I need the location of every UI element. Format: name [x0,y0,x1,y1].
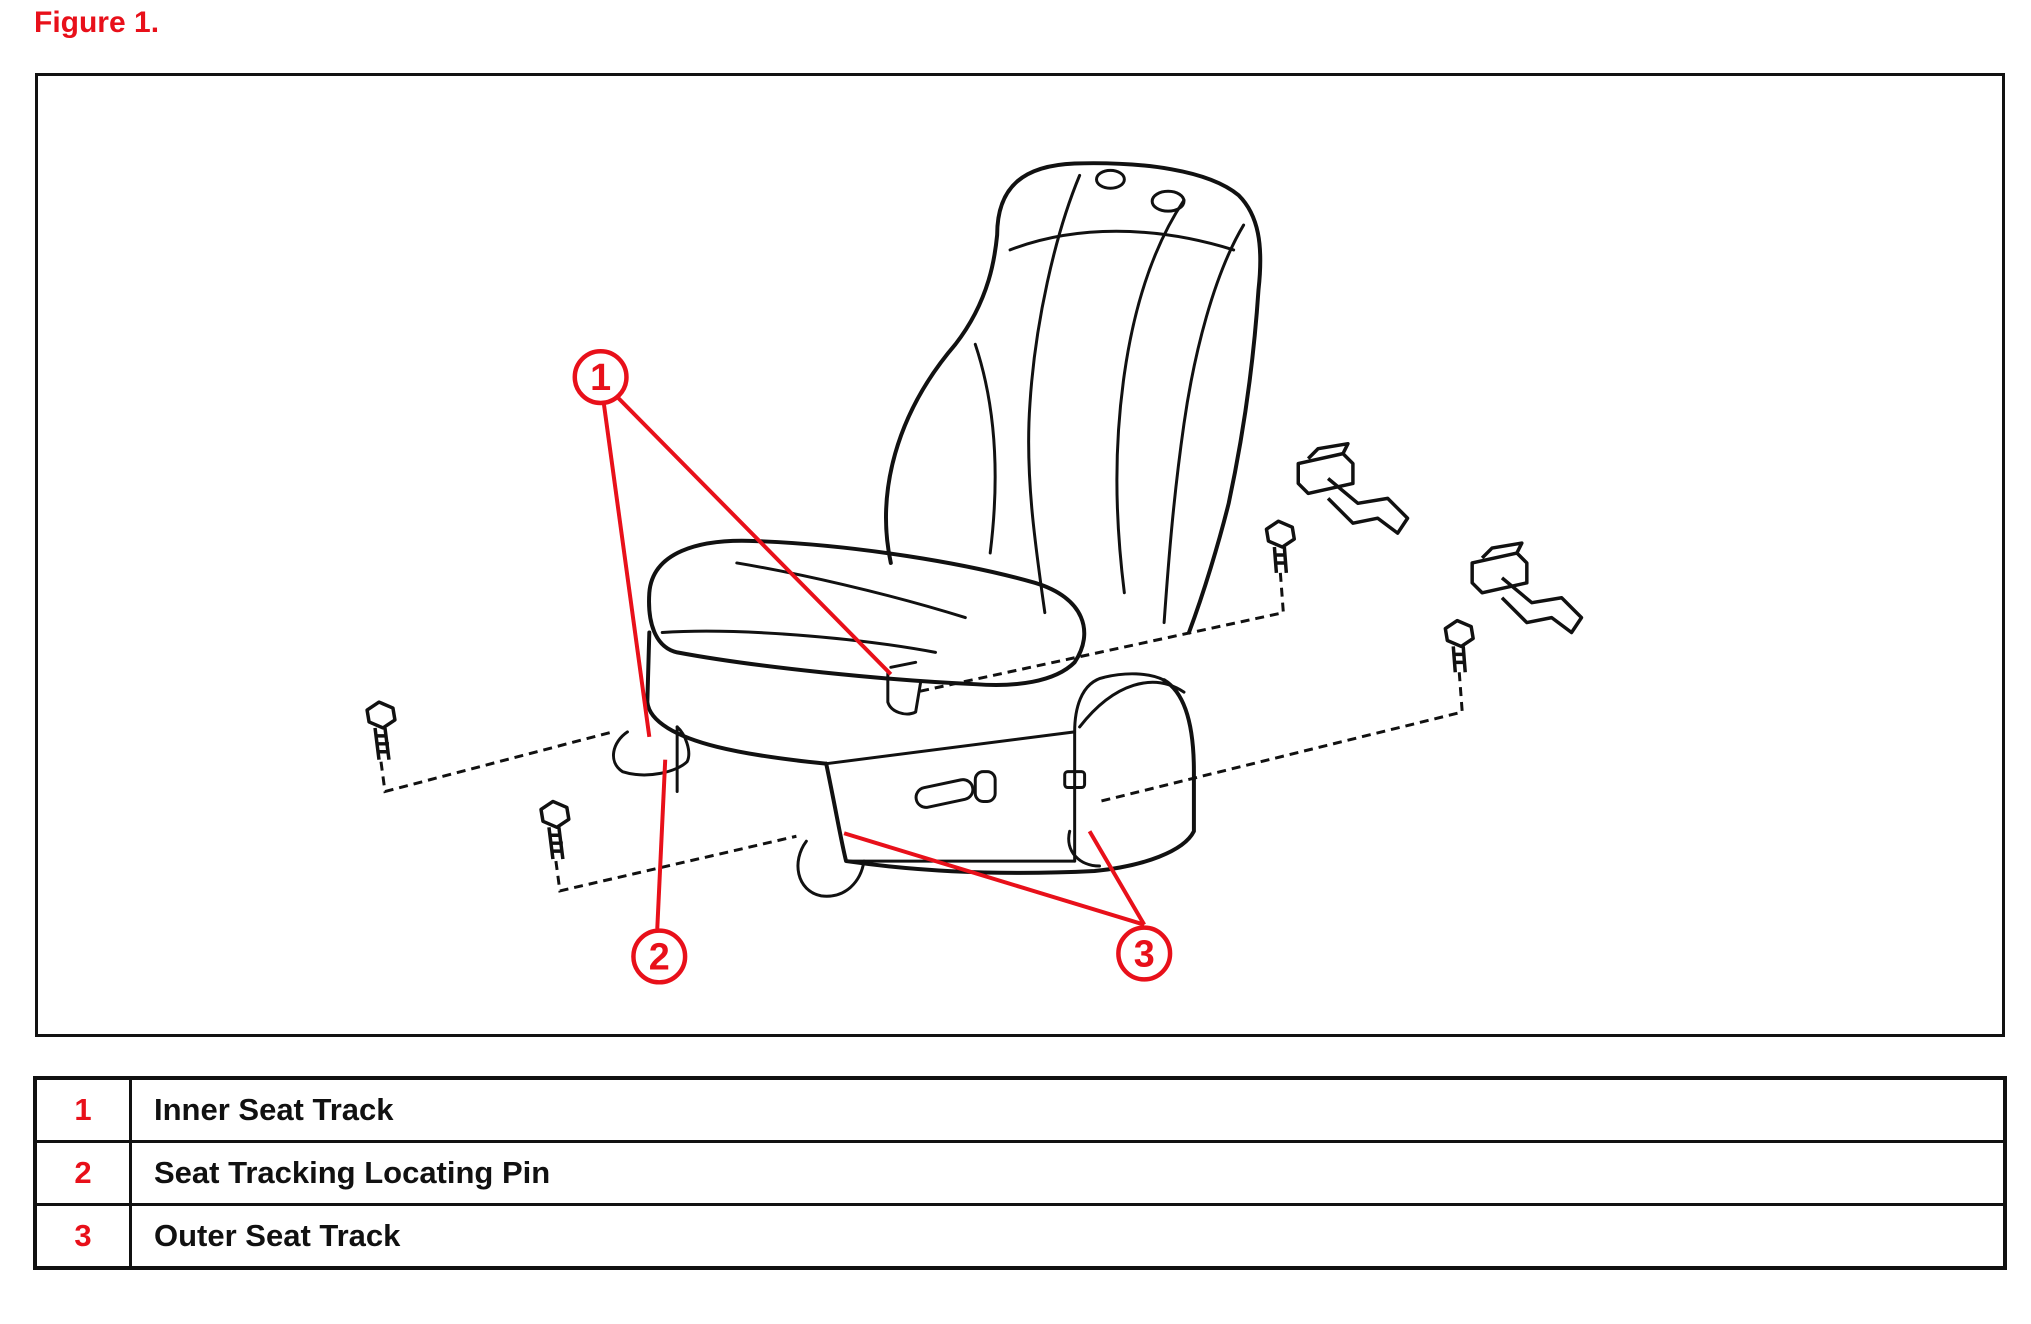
bracket-icon [1470,541,1584,635]
alignment-lines [379,572,1464,893]
bolt-icon [1264,519,1297,574]
legend-number: 1 [33,1076,132,1143]
legend-table: 1 Inner Seat Track 2 Seat Tracking Locat… [33,1076,2007,1270]
callout-number: 1 [590,357,611,399]
legend-label: Seat Tracking Locating Pin [129,1140,2007,1206]
bolt-icon [365,700,397,760]
legend-row: 1 Inner Seat Track [33,1076,2007,1143]
legend-number: 2 [33,1140,132,1206]
legend-row: 3 Outer Seat Track [33,1203,2007,1270]
bolt-icon [1443,618,1475,673]
seat-diagram: 1 2 3 [365,161,1584,985]
figure-title: Figure 1. [34,6,160,39]
diagram-frame: 1 2 3 [35,73,2005,1037]
callout-2: 2 [631,928,688,985]
callout-leaders [598,378,1146,929]
legend-label: Inner Seat Track [129,1076,2007,1143]
legend-label: Outer Seat Track [129,1203,2007,1270]
legend-row: 2 Seat Tracking Locating Pin [33,1140,2007,1206]
callout-3: 3 [1116,925,1173,982]
bolt-icon [539,799,571,860]
seat-assembly-icon [612,161,1263,898]
bracket-icon [1296,441,1410,535]
legend-number: 3 [33,1203,132,1270]
callout-number: 3 [1134,933,1155,975]
callout-1: 1 [572,349,629,406]
callout-number: 2 [649,936,670,978]
